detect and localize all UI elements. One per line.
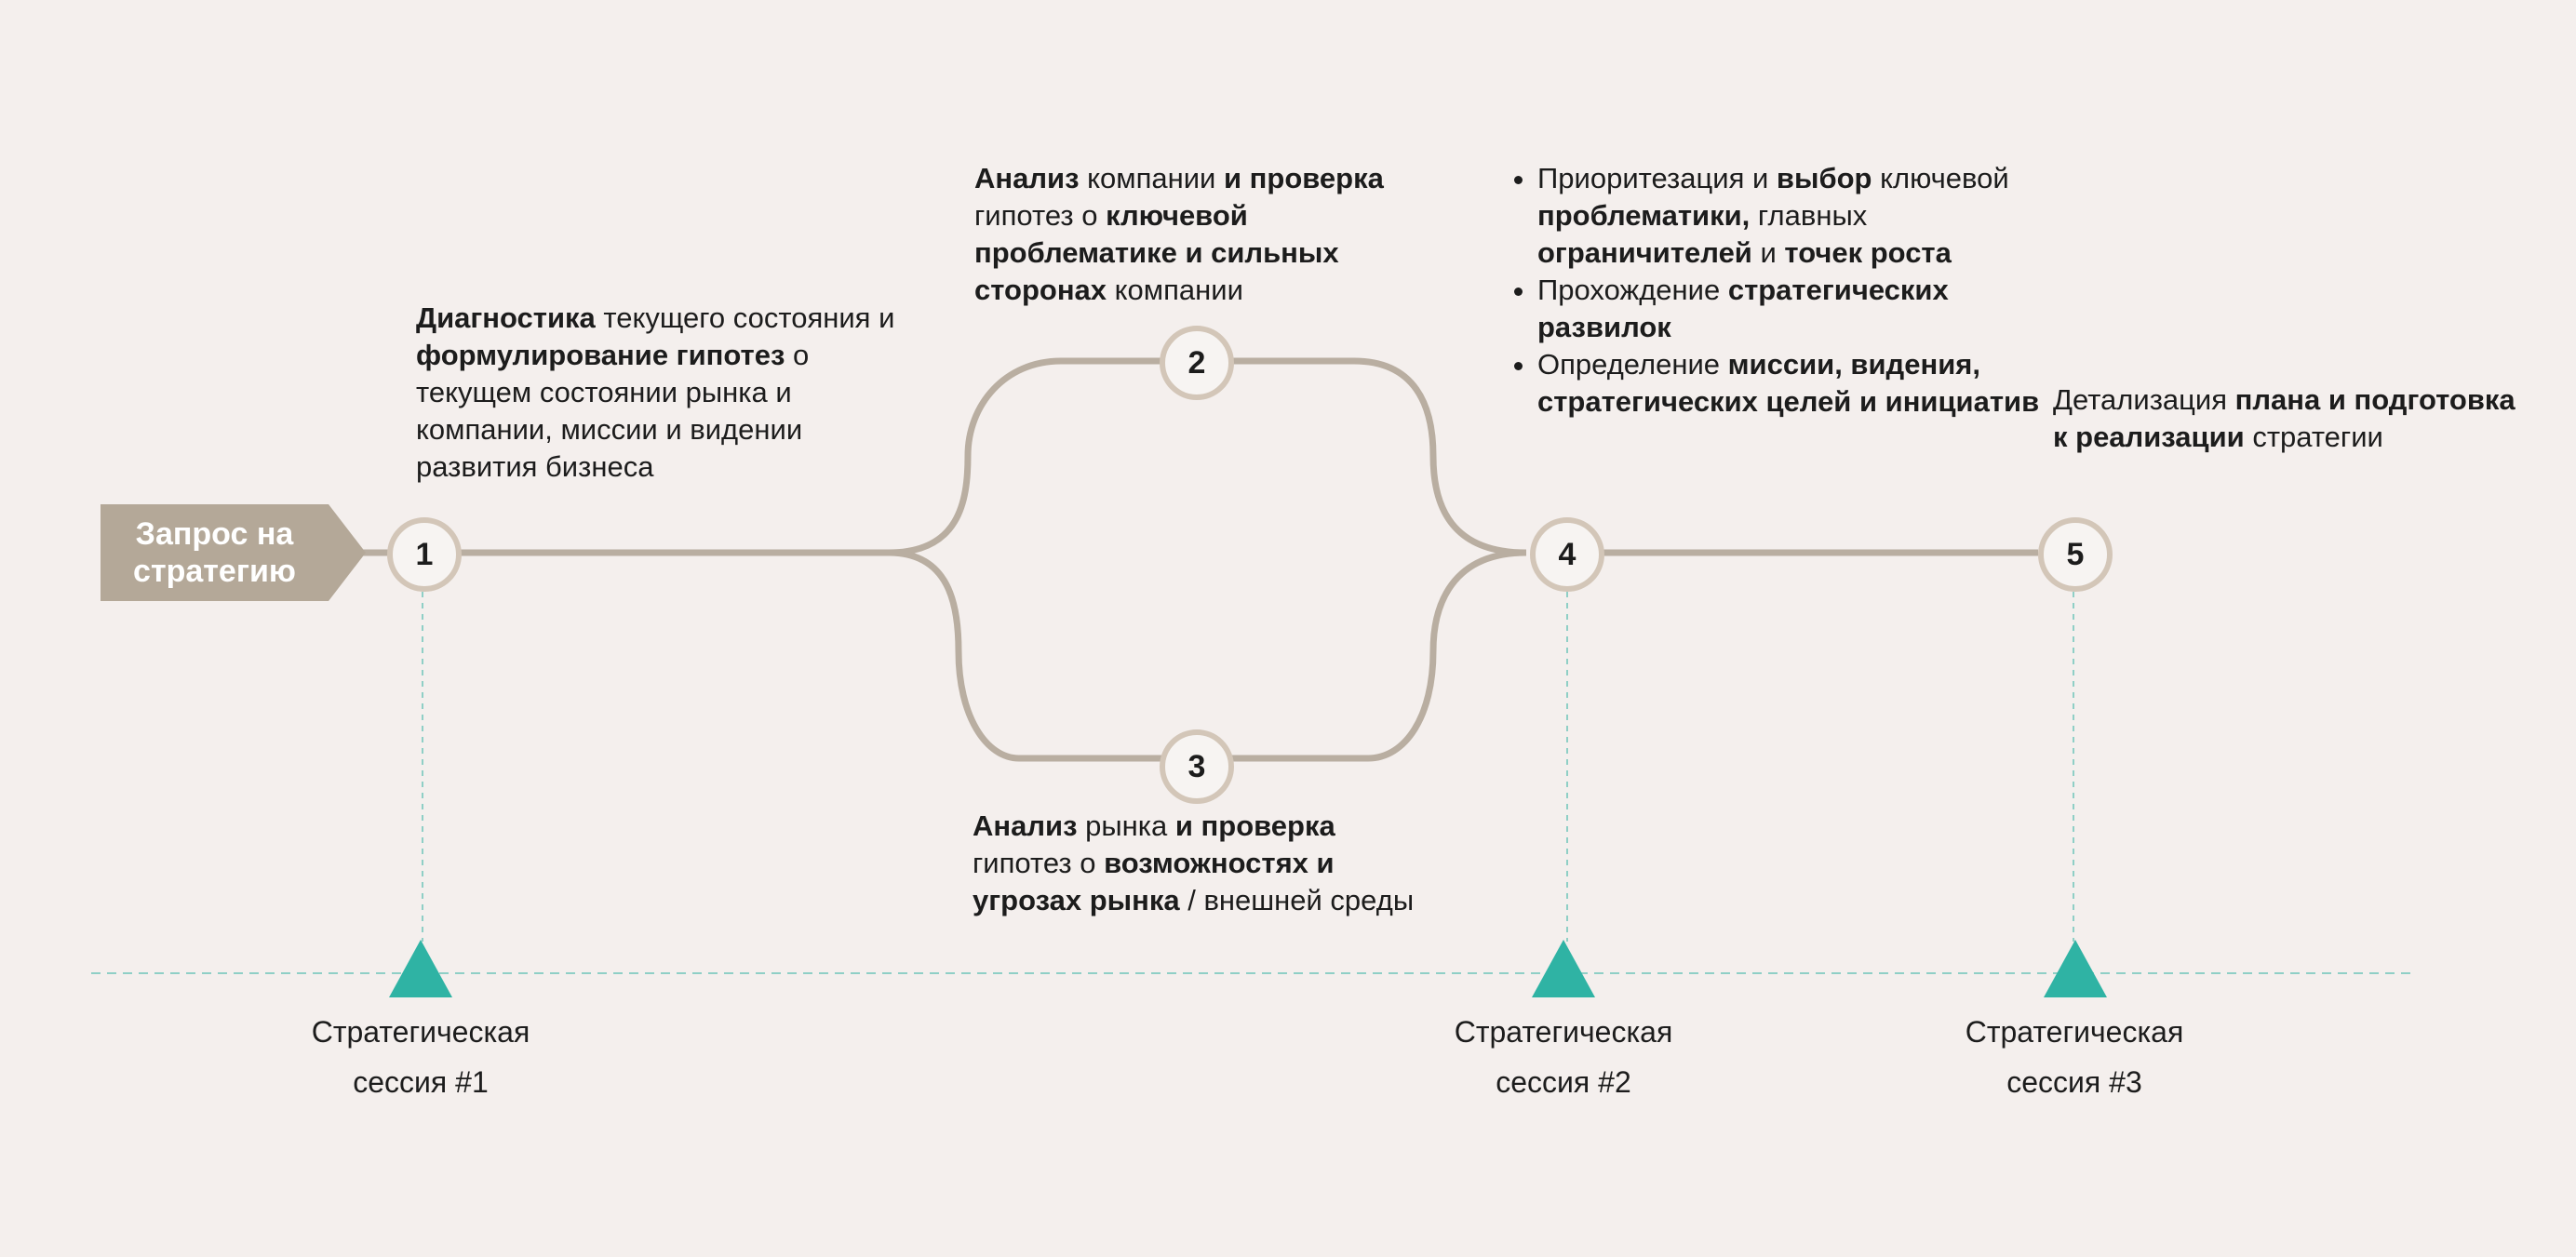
bullet-item: Определение миссии, видения, стратегичес… <box>1537 346 2040 421</box>
bold-text-run: стратегических развилок <box>1537 274 1949 343</box>
bold-text-run: возможностях и угрозах рынка <box>973 847 1335 916</box>
path-lower-branch <box>888 549 1527 762</box>
bold-text-run: Анализ <box>973 809 1078 842</box>
bullet-list: Приоритезация и выбор ключевой проблемат… <box>1500 160 2040 421</box>
bold-text-run: миссии, видения, стратегических целей и … <box>1537 348 2040 418</box>
step-5-description: Детализация плана и подготовка к реализа… <box>2053 381 2518 456</box>
step-node-4: 4 <box>1530 517 1604 592</box>
step-node-3: 3 <box>1160 729 1234 804</box>
session-label-2: Стратегическая сессия #2 <box>1454 1015 1673 1099</box>
bold-text-run: ограничителей <box>1537 236 1752 269</box>
text-run: и <box>1751 236 1785 269</box>
text-run: Детализация <box>2053 383 2235 416</box>
bold-text-run: проблематики, <box>1537 199 1751 232</box>
bullet-item: Прохождение стратегических развилок <box>1537 272 2040 346</box>
request-label: Запрос на стратегию <box>133 516 296 589</box>
text-run: Приоритезация и <box>1537 162 1777 194</box>
bold-text-run: и проверка <box>1224 162 1384 194</box>
text-run: гипотез о <box>973 847 1105 879</box>
text-run: главных <box>1750 199 1868 232</box>
text-run: компании <box>1107 274 1243 306</box>
session-label-3: Стратегическая сессия #3 <box>1965 1015 2184 1099</box>
step-node-1: 1 <box>387 517 462 592</box>
bold-text-run: и проверка <box>1174 809 1335 842</box>
bold-text-run: ключевой проблематике и сильных сторонах <box>974 199 1339 306</box>
session-marker-3 <box>2044 940 2107 997</box>
text-run: рынка <box>1077 809 1175 842</box>
step-node-5: 5 <box>2038 517 2113 592</box>
step-3-description: Анализ рынка и проверка гипотез о возмож… <box>973 808 1429 919</box>
bold-text-run: плана и подготовка к реализации <box>2053 383 2516 453</box>
text-run: Определение <box>1537 348 1728 381</box>
bullet-item: Приоритезация и выбор ключевой проблемат… <box>1537 160 2040 272</box>
text-run: Прохождение <box>1537 274 1728 306</box>
text-run: о текущем состоянии рынка и компании, ми… <box>416 339 810 483</box>
bold-text-run: Диагностика <box>416 301 596 334</box>
text-run: текущего состояния и <box>595 301 895 334</box>
text-run: стратегии <box>2244 421 2383 453</box>
step-node-2: 2 <box>1160 326 1234 400</box>
text-run: ключевой <box>1872 162 2009 194</box>
request-box: Запрос на стратегию <box>101 504 366 601</box>
bold-text-run: выбор <box>1776 162 1872 194</box>
bold-text-run: формулирование гипотез <box>416 339 785 371</box>
bold-text-run: точек роста <box>1784 236 1952 269</box>
step-2-description: Анализ компании и проверка гипотез о клю… <box>974 160 1458 309</box>
text-run: гипотез о <box>974 199 1107 232</box>
session-label-1: Стратегическая сессия #1 <box>311 1015 530 1099</box>
step-1-description: Диагностика текущего состояния и формули… <box>416 300 909 486</box>
bold-text-run: Анализ <box>974 162 1080 194</box>
session-marker-1 <box>389 940 452 997</box>
session-marker-2 <box>1532 940 1595 997</box>
text-run: / внешней среды <box>1179 884 1415 916</box>
step-4-description: Приоритезация и выбор ключевой проблемат… <box>1500 160 2040 421</box>
text-run: компании <box>1079 162 1224 194</box>
